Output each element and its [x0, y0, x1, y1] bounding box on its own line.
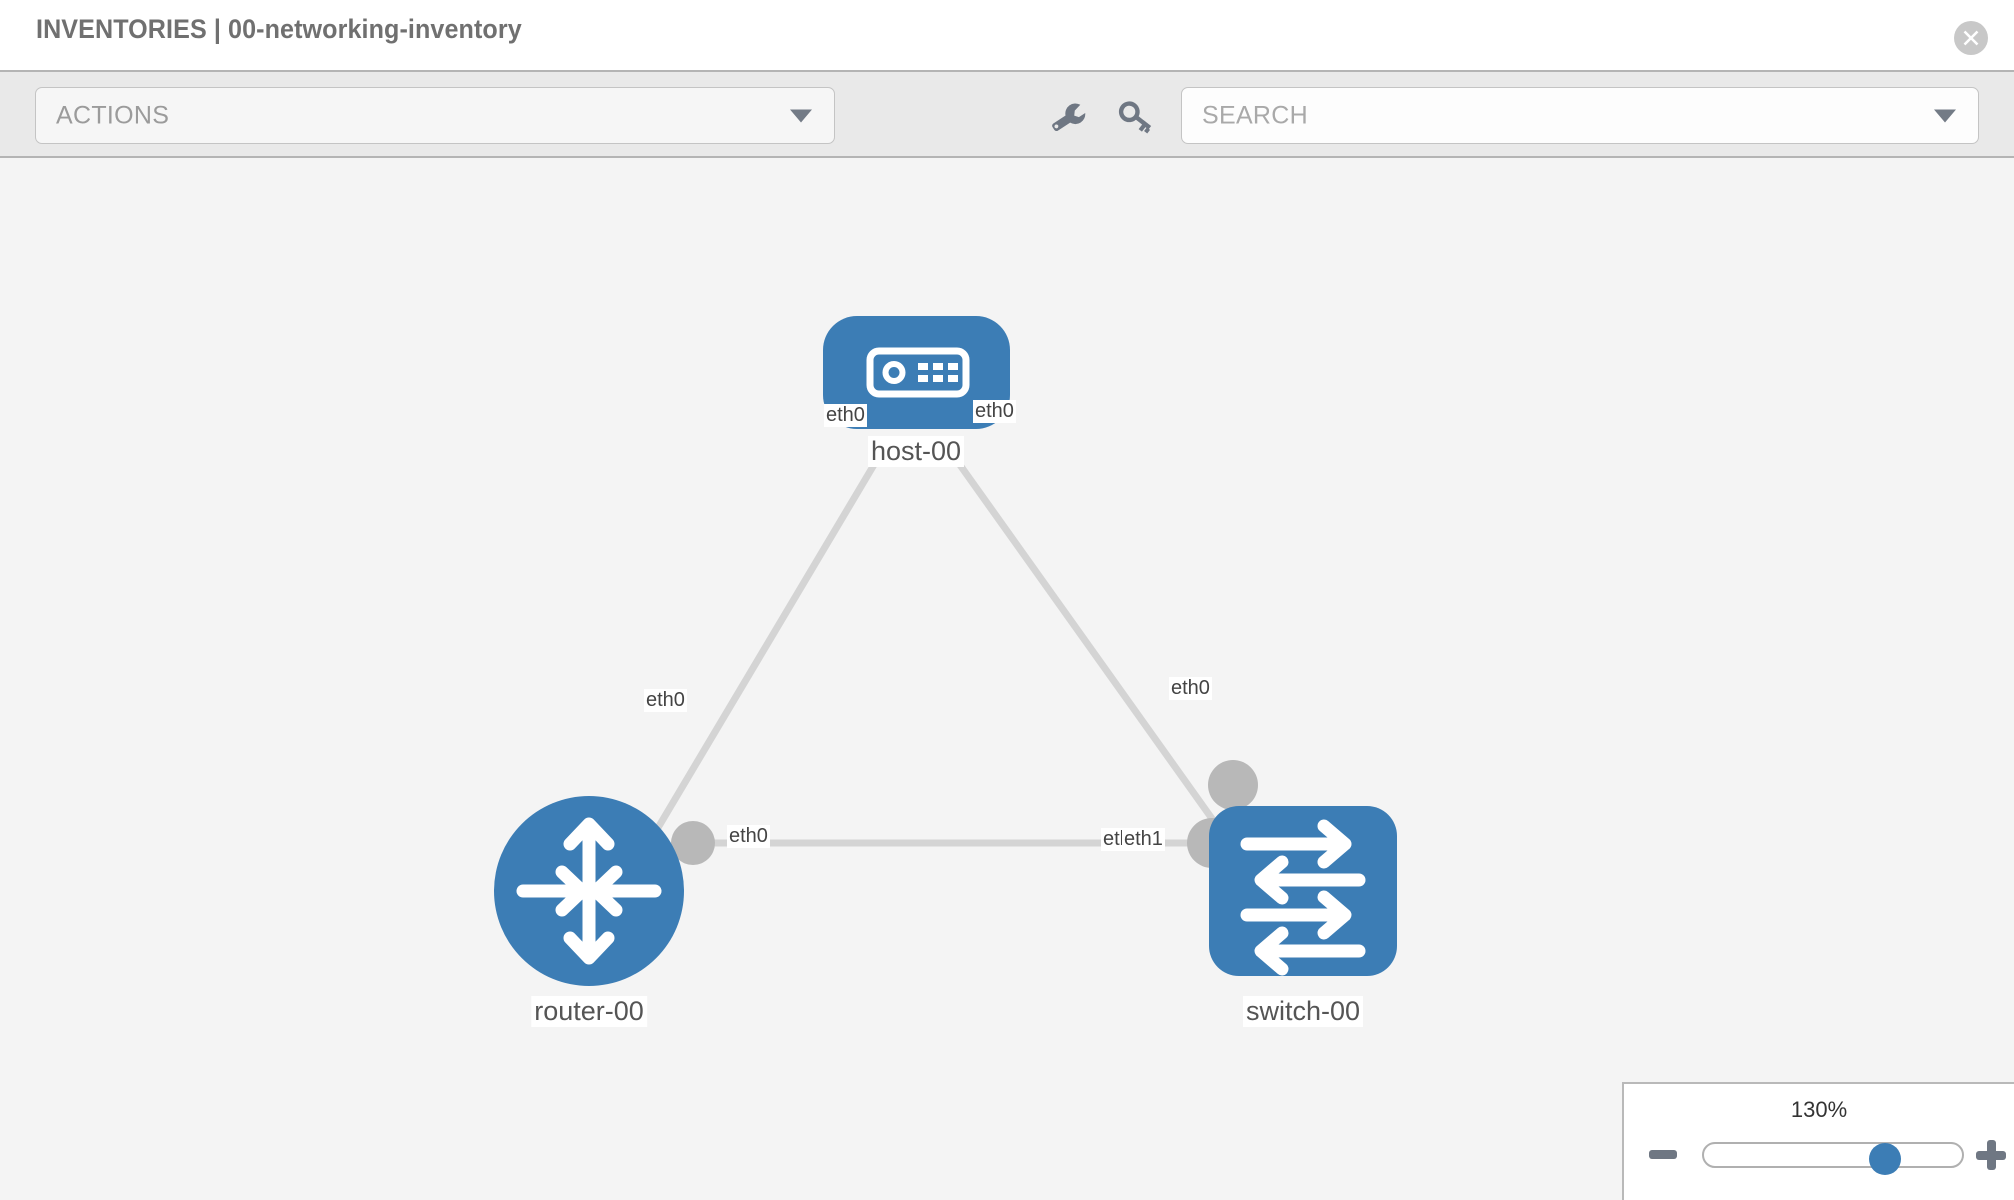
search-chevron-down-icon[interactable] [1934, 109, 1956, 122]
server-icon [866, 347, 970, 398]
wrench-icon[interactable] [1047, 96, 1089, 138]
iface-label: eth0 [644, 689, 687, 712]
iface-label: eth0 [1169, 677, 1212, 700]
page-title: INVENTORIES | 00-networking-inventory [36, 14, 522, 44]
zoom-slider-thumb[interactable] [1869, 1143, 1901, 1175]
zoom-percent-label: 130% [1790, 1097, 1848, 1122]
key-icon[interactable] [1115, 96, 1157, 138]
zoom-slider-row [1624, 1138, 2014, 1178]
switch-arrows-icon [1240, 819, 1366, 976]
edge-host00-router00 [636, 456, 882, 860]
node-host-00 [823, 316, 1010, 429]
zoom-control-panel: 130% [1622, 1082, 2014, 1200]
iface-label: etl [1101, 828, 1127, 851]
iface-label: eth0 [727, 825, 770, 848]
router-arrows-icon [516, 817, 662, 965]
node-label-host-00: host-00 [867, 436, 965, 467]
zoom-slider[interactable] [1702, 1142, 1964, 1175]
edge-host00-switch00 [952, 455, 1243, 861]
iface-dot-router00-east [671, 821, 715, 865]
actions-dropdown-label: ACTIONS [56, 101, 170, 129]
plus-icon[interactable] [1976, 1140, 2006, 1170]
chevron-down-icon [790, 109, 812, 122]
node-switch-00 [1209, 806, 1397, 976]
node-router-00 [494, 796, 684, 986]
iface-label: eth1 [1122, 828, 1165, 851]
iface-label: eth0 [973, 400, 1016, 423]
close-icon[interactable] [1954, 21, 1988, 55]
iface-label: eth0 [824, 404, 867, 427]
topology-edges [636, 455, 1243, 861]
topology-canvas[interactable]: eth0 eth0 eth0 eth0 eth0 etl eth1 host-0… [0, 158, 2014, 1200]
actions-dropdown[interactable]: ACTIONS [35, 87, 835, 144]
search-input[interactable]: SEARCH [1181, 87, 1979, 144]
toolbar: ACTIONS SEARCH [0, 70, 2014, 158]
search-placeholder: SEARCH [1202, 101, 1308, 129]
page-header: INVENTORIES | 00-networking-inventory [0, 0, 2014, 70]
minus-icon[interactable] [1649, 1150, 1677, 1159]
iface-dot-switch00-north [1208, 760, 1258, 810]
topology-graph [494, 316, 1397, 986]
node-label-switch-00: switch-00 [1242, 996, 1364, 1027]
node-label-router-00: router-00 [531, 996, 647, 1027]
